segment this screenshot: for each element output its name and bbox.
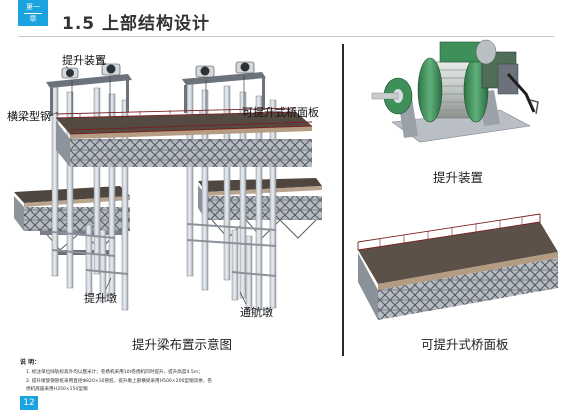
- page-number: 12: [20, 396, 38, 410]
- left-figure: [14, 57, 322, 311]
- notes-list: 1. 标注单位除轨标高外均以厘米计；卷扬机采用10t卷扬机同时提升，提升高度4.…: [26, 369, 366, 395]
- note-line: 2. 提升墩旋钢管桩采用直径Φ820×10管桩，提升墩上部横梁采用H500×20…: [26, 378, 212, 384]
- chapter-tab-line1: 第一: [26, 3, 40, 11]
- column-divider: [342, 44, 344, 356]
- notes-heading: 说 明：: [20, 359, 41, 366]
- title-rule: [18, 36, 554, 37]
- caption-left-figure: 提升梁布置示意图: [132, 337, 233, 352]
- label-navigation-pier: 通航墩: [240, 306, 273, 319]
- label-deck: 可提升式桥面板: [242, 106, 319, 119]
- caption-winch: 提升装置: [433, 170, 484, 185]
- cross-beams: [46, 72, 266, 116]
- page-title: 1.5 上部结构设计: [62, 14, 211, 34]
- chapter-tab-line2: 章: [29, 15, 37, 23]
- winch-figure: [371, 39, 539, 143]
- caption-deck: 可提升式桥面板: [421, 337, 509, 352]
- upper-deck: [55, 107, 313, 167]
- piers: [51, 83, 277, 311]
- deck-figure: [357, 213, 558, 320]
- chapter-tab: 第一 章: [18, 0, 48, 26]
- label-cross-beam: 横梁型钢: [7, 110, 51, 123]
- note-line: 1. 标注单位除轨标高外均以厘米计；卷扬机采用10t卷扬机同时提升，提升高度4.…: [26, 370, 203, 375]
- label-lifting-pier: 提升墩: [84, 292, 117, 305]
- note-line: 扬机底座采用H350×150型钢: [26, 387, 88, 393]
- top-winches: [61, 61, 255, 79]
- label-lifting-device: 提升装置: [62, 54, 106, 67]
